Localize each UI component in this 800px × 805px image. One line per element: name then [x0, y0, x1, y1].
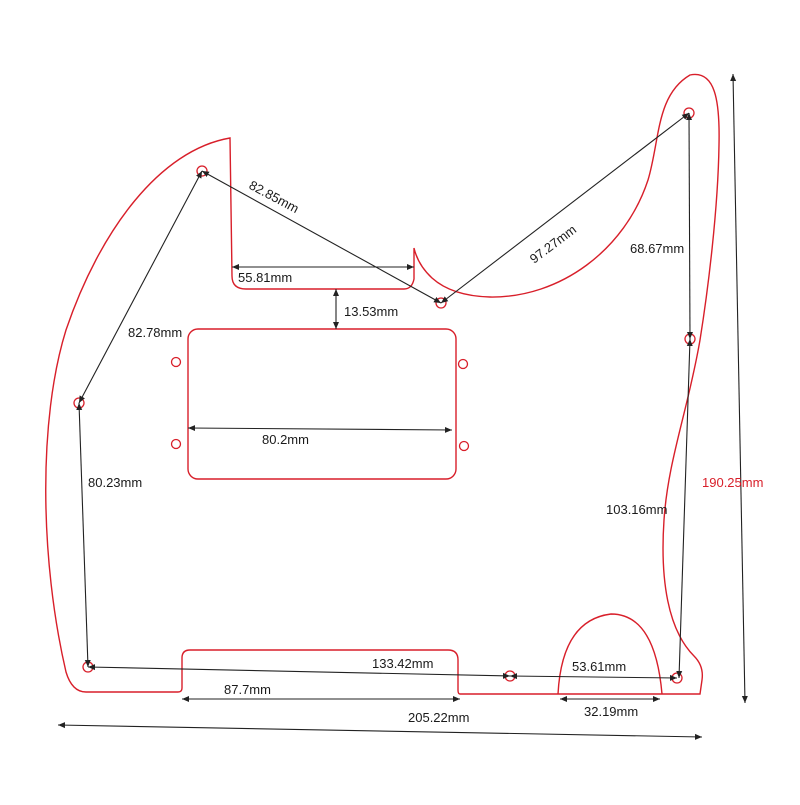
- pickup-mount-hole: [457, 358, 469, 370]
- pickup-mount-hole: [458, 440, 470, 452]
- dim-line-overall-width: [57, 722, 703, 740]
- dim-line-top-left: [201, 170, 442, 304]
- label-control-cutout: 32.19mm: [584, 704, 638, 719]
- label-right-lower: 103.16mm: [606, 502, 667, 517]
- label-top-right: 97.27mm: [527, 222, 579, 267]
- dim-line-control-arc: [509, 673, 678, 681]
- dimension-lines: [57, 73, 748, 740]
- label-cavity-gap: 13.53mm: [344, 304, 398, 319]
- label-left-upper: 82.78mm: [128, 325, 182, 340]
- label-left-lower: 80.23mm: [88, 475, 142, 490]
- dim-line-right-lower: [676, 338, 693, 679]
- label-bottom-cutout: 87.7mm: [224, 682, 271, 697]
- label-overall-width: 205.22mm: [408, 710, 469, 725]
- label-pickup-width: 80.2mm: [262, 432, 309, 447]
- label-control-arc: 53.61mm: [572, 659, 626, 674]
- dim-line-top-right: [440, 112, 690, 304]
- dim-line-pickup-width: [187, 425, 453, 433]
- label-right-upper: 68.67mm: [630, 241, 684, 256]
- label-neck-cavity: 55.81mm: [238, 270, 292, 285]
- control-arc-cutout: [557, 613, 663, 695]
- dim-line-left-lower: [76, 402, 91, 668]
- dim-line-right-upper: [686, 112, 693, 340]
- pickup-mount-hole: [170, 356, 182, 368]
- dim-line-bottom-holes: [87, 664, 511, 679]
- pickup-cutout: [187, 328, 457, 480]
- dimension-labels: 82.85mm 55.81mm 13.53mm 97.27mm 68.67mm …: [88, 177, 763, 725]
- label-bottom-holes: 133.42mm: [372, 656, 433, 671]
- label-overall-height: 190.25mm: [702, 475, 763, 490]
- pickup-mount-hole: [170, 438, 182, 450]
- dim-line-left-upper: [78, 170, 203, 404]
- screw-holes: [73, 107, 696, 684]
- dim-line-overall-height: [730, 73, 748, 704]
